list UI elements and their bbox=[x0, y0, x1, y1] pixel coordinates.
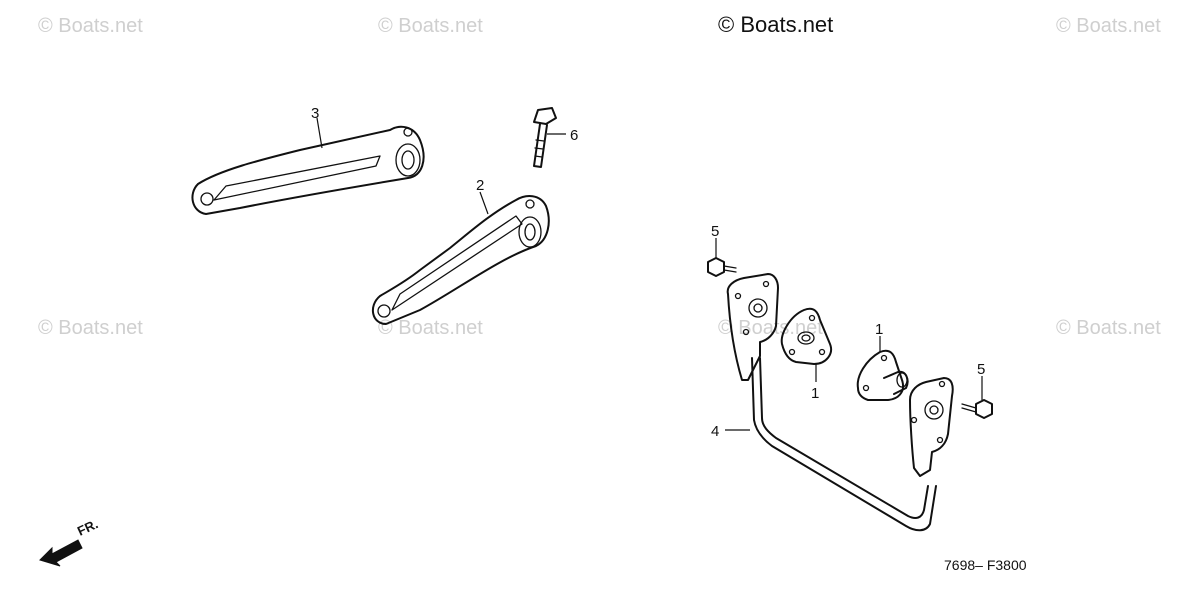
bracket-part-4 bbox=[726, 273, 954, 532]
callout-1-left: 1 bbox=[811, 385, 819, 402]
leader-2 bbox=[479, 191, 489, 215]
watermark-mid-left: © Boats.net bbox=[38, 317, 143, 339]
callout-4: 4 bbox=[711, 423, 719, 440]
bushing-part-1-right bbox=[856, 349, 909, 401]
callout-1-right: 1 bbox=[875, 321, 883, 338]
callout-5-lower: 5 bbox=[977, 361, 985, 378]
bolt-part-5-lower bbox=[961, 399, 993, 419]
watermark-mid-right: © Boats.net bbox=[1056, 317, 1161, 339]
diagram-code: 7698– F3800 bbox=[944, 557, 1027, 573]
watermark-top-center: © Boats.net bbox=[378, 15, 483, 37]
front-direction-arrow-icon bbox=[39, 539, 83, 567]
arm-part-2 bbox=[371, 195, 550, 325]
bolt-part-5-upper bbox=[707, 257, 737, 277]
watermark-main: © Boats.net bbox=[718, 12, 833, 37]
bushing-part-1-left bbox=[780, 307, 832, 365]
callout-6: 6 bbox=[570, 127, 578, 144]
callout-3: 3 bbox=[311, 105, 319, 122]
callout-5-upper: 5 bbox=[711, 223, 719, 240]
watermark-mid-center: © Boats.net bbox=[378, 317, 483, 339]
callout-2: 2 bbox=[476, 177, 484, 194]
watermark-top-left: © Boats.net bbox=[38, 15, 143, 37]
bolt-part-6 bbox=[533, 107, 557, 168]
arm-part-3 bbox=[191, 125, 425, 215]
watermark-top-right: © Boats.net bbox=[1056, 15, 1161, 37]
front-direction-label: FR. bbox=[75, 516, 100, 538]
leader-3 bbox=[316, 117, 323, 149]
